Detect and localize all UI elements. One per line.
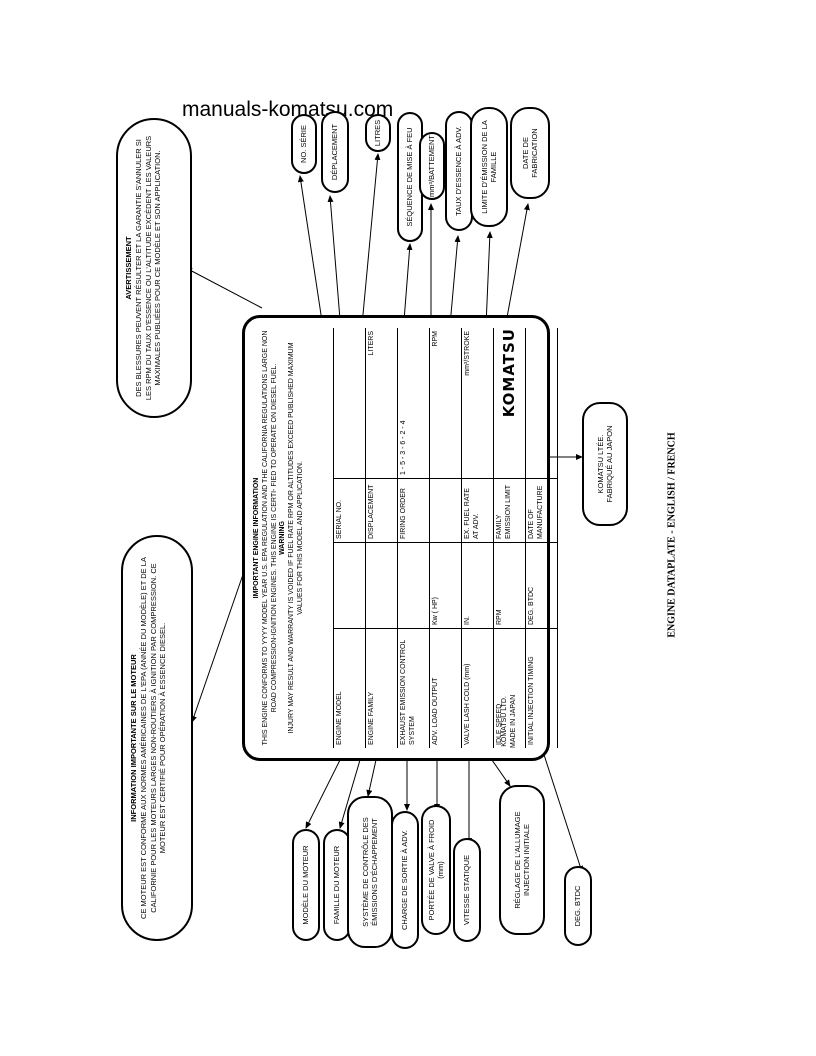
table-row: ENGINE FAMILY DISPLACEMENT LITERS: [366, 328, 398, 748]
row-label: ENGINE FAMILY: [366, 628, 397, 748]
komatsu-ltee-line2: FABRIQUÉ AU JAPON: [605, 425, 614, 503]
info-fr-note: INFORMATION IMPORTANTE SUR LE MOTEUR CE …: [121, 535, 193, 941]
label-limite: LIMITE D'ÉMISSION DE LA FAMILLE: [470, 107, 508, 227]
row-value-cell: 1 - 5 - 3 - 6 - 2 - 4: [398, 328, 429, 478]
info-fr-text: CE MOTEUR EST CONFORME AUX NORMES AMÉRIC…: [138, 557, 168, 919]
maker-line1: KOMATSU LTD.: [500, 696, 508, 747]
label-reglage: RÉGLAGE DE L'ALLUMAGE INJECTION INITIALE: [499, 785, 545, 935]
plate-warning-title: WARNING: [279, 521, 287, 555]
row-sub: FIRING ORDER: [398, 478, 429, 542]
row-value: 1 - 5 - 3 - 6 - 2 - 4: [400, 420, 407, 475]
plate-intro: IMPORTANT ENGINE INFORMATION THIS ENGINE…: [253, 330, 306, 746]
row-sub: DISPLACEMENT: [366, 478, 397, 542]
label-no-serie: NO. SÉRIE: [291, 114, 317, 174]
maker-info: KOMATSU LTD. MADE IN JAPAN: [500, 695, 518, 748]
label-deplacement: DÉPLACEMENT: [321, 111, 349, 193]
komatsu-ltee-line1: KOMATSU LTÉE.: [595, 434, 605, 494]
row-value-cell: RPM: [430, 328, 461, 478]
row-mid: [398, 542, 429, 628]
label-taux: TAUX D'ESSENCE À ADV.: [445, 111, 473, 231]
row-mid: [334, 542, 365, 628]
engine-dataplate: IMPORTANT ENGINE INFORMATION THIS ENGINE…: [242, 315, 558, 761]
warning-fr-title: AVERTISSEMENT: [124, 236, 133, 300]
row-label: ENGINE MODEL: [334, 628, 365, 748]
label-litres: LITRES: [365, 114, 391, 152]
info-fr-title: INFORMATION IMPORTANTE SUR LE MOTEUR: [129, 654, 138, 822]
row-label: ADV. LOAD OUTPUT: [430, 628, 461, 748]
row-unit: LITERS: [368, 331, 375, 356]
row-unit: RPM: [432, 331, 439, 347]
row-sub: SERIAL NO.: [334, 478, 365, 542]
maker-line2: MADE IN JAPAN: [510, 694, 517, 748]
plate-heading: IMPORTANT ENGINE INFORMATION: [253, 477, 260, 599]
label-vitesse: VITESSE STATIQUE: [453, 838, 481, 942]
row-sub: [430, 478, 461, 542]
komatsu-logo: KOMATSU: [499, 328, 518, 418]
warning-fr-text: DES BLESSURES PEUVENT RÉSULTER ET LA GAR…: [133, 135, 163, 401]
warning-fr-note: AVERTISSEMENT DES BLESSURES PEUVENT RÉSU…: [116, 118, 192, 418]
label-portee: PORTÉE DE VALVE À FROID (mm): [421, 805, 451, 935]
table-row: ADV. LOAD OUTPUT Kw ( HP) RPM: [430, 328, 462, 748]
row-value-cell: LITERS: [366, 328, 397, 478]
label-modele: MODÈLE DU MOTEUR: [292, 829, 320, 941]
label-charge: CHARGE DE SORTIE À ADV.: [391, 811, 419, 949]
figure-caption: ENGINE DATAPLATE - ENGLISH / FRENCH: [666, 432, 678, 638]
plate-conform-text: THIS ENGINE CONFORMS TO YYYY MODEL YEAR …: [261, 330, 278, 746]
row-value-cell: [334, 328, 365, 478]
label-systeme: SYSTÈME DE CONTRÔLE DES ÉMISSIONS D'ÉCHA…: [347, 796, 393, 948]
label-battement: mm³/BATTEMENT: [419, 132, 445, 200]
table-row: EXHAUST EMISSION CONTROL SYSTEM FIRING O…: [398, 328, 430, 748]
row-mid: Kw ( HP): [430, 542, 461, 628]
komatsu-ltee-note: KOMATSU LTÉE. FABRIQUÉ AU JAPON: [582, 402, 628, 526]
row-mid: [366, 542, 397, 628]
row-label: EXHAUST EMISSION CONTROL SYSTEM: [398, 628, 429, 748]
label-date: DATE DE FABRICATION: [510, 107, 550, 199]
label-btdc: DEG. BTDC: [564, 866, 592, 946]
plate-warning-text: INJURY MAY RESULT AND WARRANTY IS VOIDED…: [288, 342, 304, 734]
plate-footer: KOMATSU LTD. MADE IN JAPAN KOMATSU: [479, 328, 539, 748]
table-row: ENGINE MODEL SERIAL NO.: [334, 328, 366, 748]
